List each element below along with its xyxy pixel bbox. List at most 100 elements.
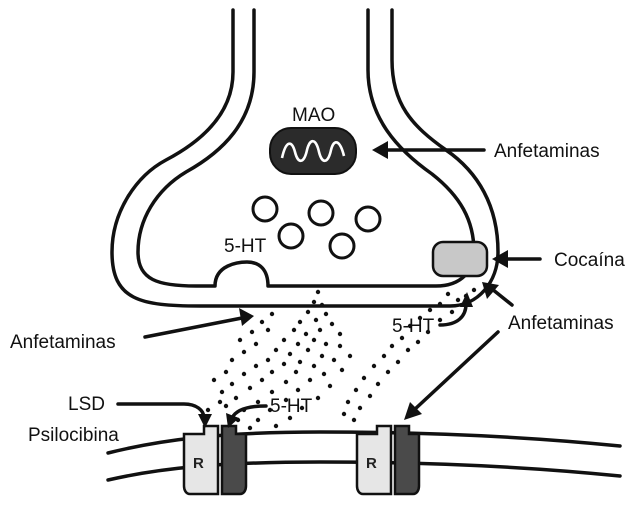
serotonin-dot xyxy=(318,328,322,332)
serotonin-dot xyxy=(260,378,264,382)
serotonin-dot xyxy=(270,370,274,374)
serotonin-dot xyxy=(296,388,300,392)
serotonin-dot xyxy=(248,386,252,390)
serotonin-dot xyxy=(224,370,228,374)
serotonin-dot xyxy=(396,360,400,364)
serotonin-dot xyxy=(438,318,442,322)
label-anfetaminas-right: Anfetaminas xyxy=(508,313,614,334)
serotonin-dot xyxy=(472,288,476,292)
serotonin-dot xyxy=(390,344,394,348)
serotonin-dot xyxy=(298,360,302,364)
serotonin-dot xyxy=(382,354,386,358)
serotonin-dot xyxy=(284,380,288,384)
receptor-left-dark-subunit xyxy=(222,426,246,494)
serotonin-dot xyxy=(362,376,366,380)
receptor-right: R xyxy=(357,426,419,494)
serotonin-dot xyxy=(386,370,390,374)
vesicles xyxy=(253,197,380,258)
serotonin-dot xyxy=(438,302,442,306)
arrow-anfetaminas-mao xyxy=(372,141,484,159)
label-psilocibina: Psilocibina xyxy=(28,425,119,446)
serotonin-dot xyxy=(330,322,334,326)
serotonin-dot xyxy=(352,418,356,422)
serotonin-dot xyxy=(312,338,316,342)
serotonin-dot xyxy=(230,358,234,362)
serotonin-dot xyxy=(206,408,210,412)
mao-mitochondrion xyxy=(270,128,356,174)
serotonin-dot xyxy=(248,426,252,430)
receptor-right-label: R xyxy=(366,455,377,472)
serotonin-dot xyxy=(320,303,324,307)
serotonin-dot xyxy=(266,358,270,362)
label-anfetaminas-mao: Anfetaminas xyxy=(494,141,600,162)
vesicle xyxy=(279,224,303,248)
serotonin-dot xyxy=(316,290,320,294)
serotonin-dot xyxy=(282,338,286,342)
serotonin-dot xyxy=(242,350,246,354)
serotonin-dot xyxy=(224,404,228,408)
receptor-left: R xyxy=(184,426,246,494)
label-5ht-transporter: 5-HT xyxy=(392,316,435,337)
serotonin-dot xyxy=(304,332,308,336)
serotonin-dot xyxy=(298,320,302,324)
serotonin-transporter xyxy=(433,242,487,276)
serotonin-dot xyxy=(324,342,328,346)
arrow-ht-transporter xyxy=(440,292,473,325)
serotonin-dot xyxy=(292,328,296,332)
arrow-ht-receptor xyxy=(226,406,266,428)
serotonin-dot xyxy=(254,342,258,346)
serotonin-dot xyxy=(288,352,292,356)
serotonin-dot xyxy=(314,318,318,322)
serotonin-dot xyxy=(220,390,224,394)
serotonin-dot xyxy=(354,388,358,392)
receptor-left-label: R xyxy=(193,455,204,472)
arrow-anfetaminas-left xyxy=(145,308,254,337)
serotonin-dot xyxy=(266,328,270,332)
label-mao: MAO xyxy=(292,105,335,126)
serotonin-dot xyxy=(332,358,336,362)
arrow-lsd xyxy=(118,404,212,428)
serotonin-dot xyxy=(450,310,454,314)
serotonin-dot xyxy=(428,308,432,312)
serotonin-dot xyxy=(338,344,342,348)
vesicle xyxy=(253,197,277,221)
serotonin-dot xyxy=(368,394,372,398)
serotonin-dot xyxy=(416,340,420,344)
serotonin-dot xyxy=(234,396,238,400)
serotonin-dot xyxy=(348,354,352,358)
serotonin-dot xyxy=(218,400,222,404)
label-5ht-vesicles: 5-HT xyxy=(224,236,267,257)
label-anfetaminas-left: Anfetaminas xyxy=(10,332,116,353)
label-lsd: LSD xyxy=(68,394,105,415)
serotonin-dot xyxy=(456,298,460,302)
serotonin-dot xyxy=(328,384,332,388)
serotonin-dot xyxy=(346,400,350,404)
label-cocaina: Cocaína xyxy=(554,250,625,271)
serotonin-dot xyxy=(320,354,324,358)
serotonin-dot xyxy=(250,330,254,334)
serotonin-dot xyxy=(256,418,260,422)
vesicle xyxy=(309,201,333,225)
vesicle xyxy=(330,234,354,258)
label-5ht-receptor: 5-HT xyxy=(270,396,313,417)
serotonin-dot xyxy=(282,362,286,366)
arrow-anfetaminas-right-transporter xyxy=(482,282,512,305)
serotonin-dot xyxy=(322,372,326,376)
serotonin-dot xyxy=(316,396,320,400)
serotonin-dot xyxy=(230,382,234,386)
serotonin-dot xyxy=(312,300,316,304)
serotonin-dot xyxy=(254,364,258,368)
serotonin-dot xyxy=(358,406,362,410)
serotonin-dot xyxy=(270,312,274,316)
serotonin-dot xyxy=(406,348,410,352)
serotonin-dot xyxy=(238,338,242,342)
serotonin-dot xyxy=(376,382,380,386)
serotonin-dot xyxy=(308,378,312,382)
serotonin-dot xyxy=(294,370,298,374)
serotonin-dot xyxy=(306,310,310,314)
vesicle xyxy=(356,207,380,231)
serotonin-dot xyxy=(296,342,300,346)
serotonin-dot xyxy=(270,390,274,394)
